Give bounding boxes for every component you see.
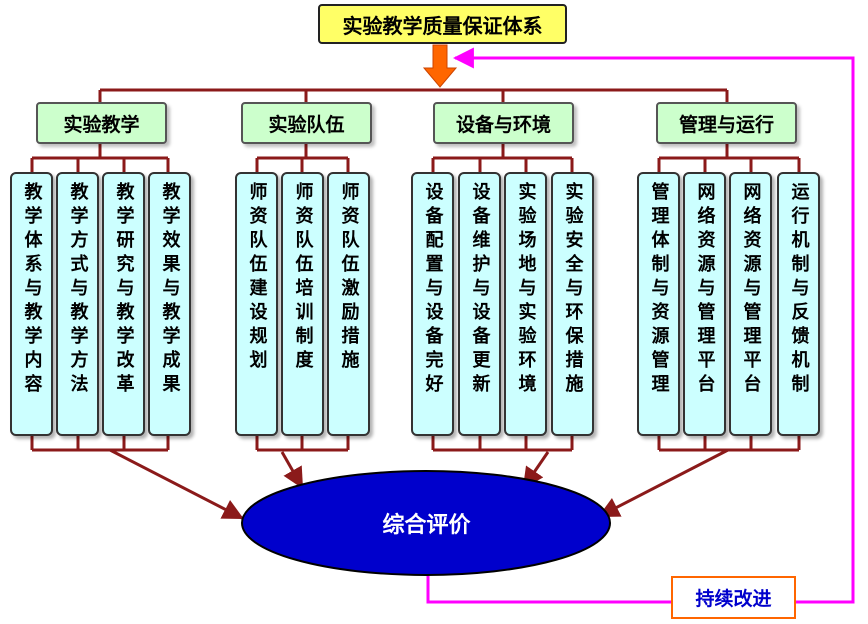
item-box: 实验安全与环保措施 bbox=[551, 172, 594, 436]
item-box: 运行机制与反馈机制 bbox=[777, 172, 820, 436]
evaluation-label: 综合评价 bbox=[382, 513, 471, 538]
item-label: 教学效果与教学成果 bbox=[159, 182, 181, 398]
item-box: 网络资源与管理平台 bbox=[729, 172, 772, 436]
item-label: 师资队伍建设规划 bbox=[246, 182, 268, 374]
item-box: 设备维护与设备更新 bbox=[458, 172, 501, 436]
item-label: 实验场地与实验环境 bbox=[515, 182, 537, 398]
down-arrow bbox=[422, 44, 458, 88]
item-label: 师资队伍培训制度 bbox=[292, 182, 314, 374]
item-label: 教学方式与教学方法 bbox=[67, 182, 89, 398]
item-label: 实验安全与环保措施 bbox=[562, 182, 584, 398]
category-teaching: 实验教学 bbox=[36, 102, 167, 144]
category-equipment: 设备与环境 bbox=[433, 102, 574, 144]
item-box: 实验场地与实验环境 bbox=[504, 172, 547, 436]
item-label: 师资队伍激励措施 bbox=[338, 182, 360, 374]
item-box: 师资队伍激励措施 bbox=[327, 172, 370, 436]
category-staff: 实验队伍 bbox=[241, 102, 372, 144]
item-box: 师资队伍建设规划 bbox=[235, 172, 278, 436]
item-label: 运行机制与反馈机制 bbox=[788, 182, 810, 398]
item-box: 师资队伍培训制度 bbox=[281, 172, 324, 436]
system-title: 实验教学质量保证体系 bbox=[318, 4, 567, 44]
item-label: 设备配置与设备完好 bbox=[422, 182, 444, 398]
item-label: 管理体制与资源管理 bbox=[648, 182, 670, 398]
item-box: 教学方式与教学方法 bbox=[56, 172, 99, 436]
item-label: 网络资源与管理平台 bbox=[740, 182, 762, 398]
item-label: 教学体系与教学内容 bbox=[21, 182, 43, 398]
category-management: 管理与运行 bbox=[656, 102, 797, 144]
item-box: 教学研究与教学改革 bbox=[102, 172, 145, 436]
item-box: 网络资源与管理平台 bbox=[683, 172, 726, 436]
item-label: 网络资源与管理平台 bbox=[694, 182, 716, 398]
evaluation-ellipse bbox=[241, 470, 611, 576]
item-box: 教学效果与教学成果 bbox=[148, 172, 191, 436]
item-box: 设备配置与设备完好 bbox=[411, 172, 454, 436]
item-box: 管理体制与资源管理 bbox=[637, 172, 680, 436]
improvement-box: 持续改进 bbox=[671, 576, 796, 619]
item-label: 设备维护与设备更新 bbox=[469, 182, 491, 398]
item-box: 教学体系与教学内容 bbox=[10, 172, 53, 436]
item-label: 教学研究与教学改革 bbox=[113, 182, 135, 398]
